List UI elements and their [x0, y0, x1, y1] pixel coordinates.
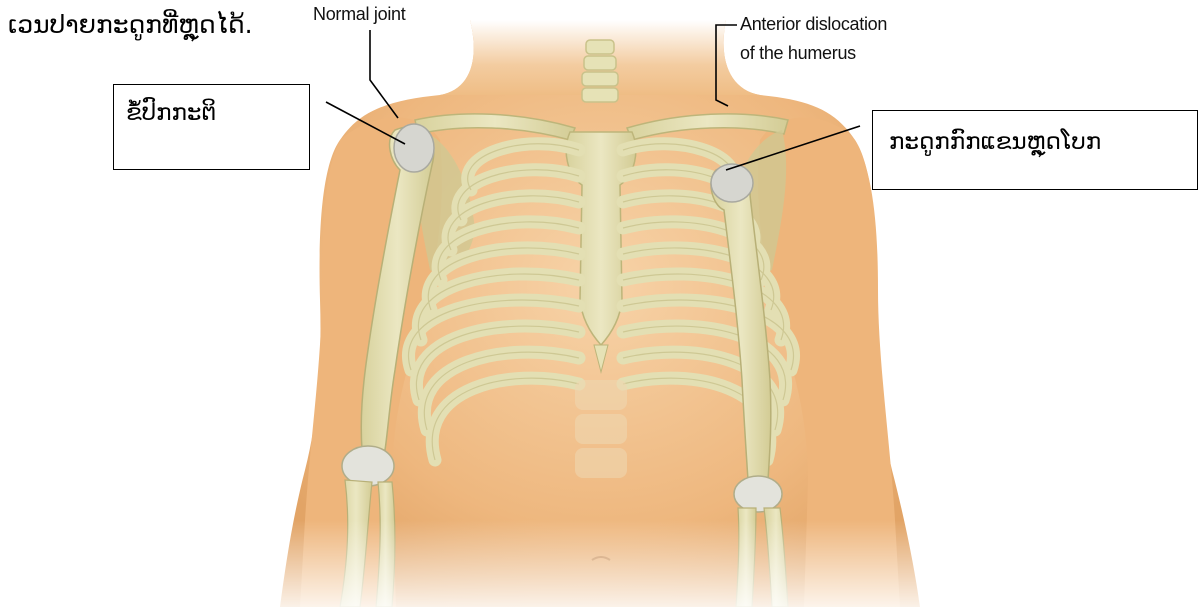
normal-joint-callout-text: ຂໍ້ປົກກະຕິ	[126, 100, 216, 126]
right-humeral-head	[711, 164, 753, 202]
dislocation-label-line-1: Anterior dislocation	[740, 13, 887, 35]
normal-joint-label: Normal joint	[313, 3, 405, 25]
normal-joint-callout-box: ຂໍ້ປົກກະຕິ	[113, 84, 310, 170]
lumbar-spine	[575, 380, 627, 478]
dislocation-label-line-2: of the humerus	[740, 42, 856, 64]
left-humeral-head	[394, 124, 434, 172]
figure-caption: ເວນປາຍກະດູກທີ່ຫຼຸດໄດ້.	[8, 8, 253, 42]
dislocated-humerus-callout-box: ກະດູກກົກແຂນຫຼຸດໂບກ	[872, 110, 1198, 190]
dislocated-humerus-callout-text: ກະດູກກົກແຂນຫຼຸດໂບກ	[889, 129, 1101, 155]
bottom-fade	[0, 520, 1202, 607]
